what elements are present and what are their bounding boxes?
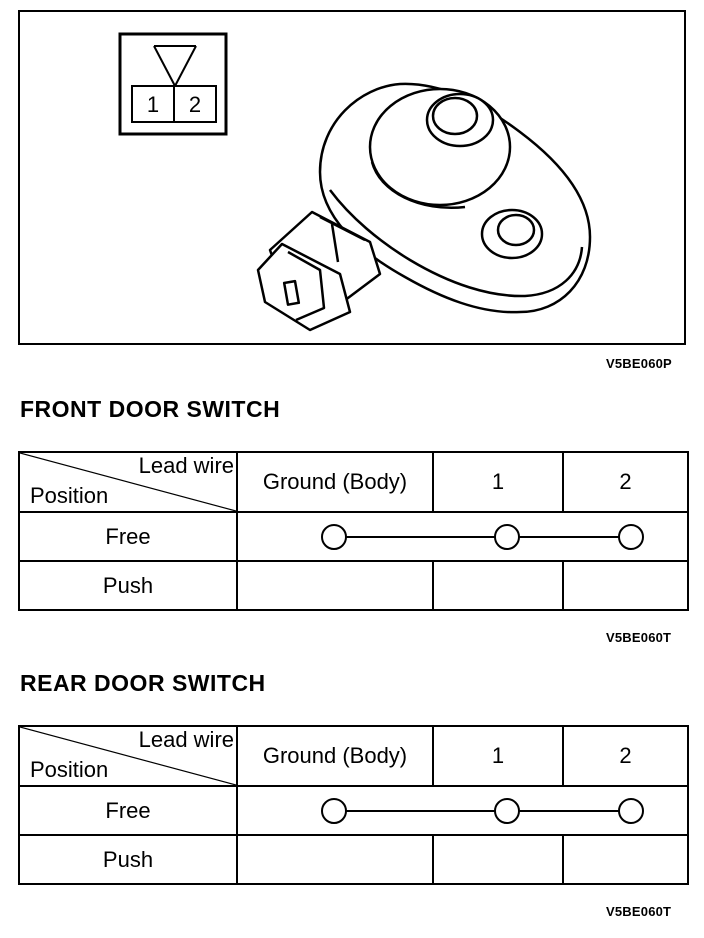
table-row: Push: [18, 834, 689, 885]
cell-push-2: [562, 560, 689, 611]
continuity-free: [236, 785, 689, 836]
position-label: Position: [30, 483, 109, 508]
lead-wire-label: Lead wire: [138, 727, 234, 752]
continuity-terminal-1: [494, 798, 520, 824]
continuity-line-free: [321, 524, 644, 550]
switch-illustration: 1 2: [18, 10, 686, 345]
row-label-push: Push: [18, 834, 238, 885]
figure-code: V5BE060P: [606, 356, 672, 371]
row-label-free: Free: [18, 511, 238, 562]
table-row: Push: [18, 560, 689, 611]
cell-push-ground: [236, 834, 434, 885]
continuity-terminal-ground: [321, 524, 347, 550]
cell-push-2: [562, 834, 689, 885]
column-1: 1: [432, 451, 564, 513]
table-header-row: Lead wire Position Ground (Body) 1 2: [18, 725, 689, 787]
column-2: 2: [562, 725, 689, 787]
front-continuity-table: Lead wire Position Ground (Body) 1 2 Fre…: [18, 451, 689, 611]
cell-push-1: [432, 560, 564, 611]
row-label-push: Push: [18, 560, 238, 611]
connector-symbol: 1 2: [118, 32, 228, 136]
cell-push-ground: [236, 560, 434, 611]
column-ground-body: Ground (Body): [236, 451, 434, 513]
position-label: Position: [30, 757, 109, 782]
rear-continuity-table: Lead wire Position Ground (Body) 1 2 Fre…: [18, 725, 689, 885]
front-door-switch-title: FRONT DOOR SWITCH: [20, 396, 281, 422]
lead-wire-label: Lead wire: [138, 453, 234, 478]
header-corner-cell: Lead wire Position: [18, 725, 238, 787]
continuity-terminal-2: [618, 524, 644, 550]
continuity-line-free: [321, 798, 644, 824]
cell-push-1: [432, 834, 564, 885]
continuity-terminal-1: [494, 524, 520, 550]
continuity-terminal-2: [618, 798, 644, 824]
rear-door-switch-title: REAR DOOR SWITCH: [20, 670, 266, 696]
header-corner-cell: Lead wire Position: [18, 451, 238, 513]
continuity-terminal-ground: [321, 798, 347, 824]
table-header-row: Lead wire Position Ground (Body) 1 2: [18, 451, 689, 513]
front-table-code: V5BE060T: [606, 630, 672, 645]
switch-body: [318, 82, 592, 314]
column-1: 1: [432, 725, 564, 787]
column-2: 2: [562, 451, 689, 513]
pin-1-label: 1: [147, 92, 159, 117]
table-row: Free: [18, 511, 689, 562]
continuity-free: [236, 511, 689, 562]
rear-table-code: V5BE060T: [606, 904, 672, 919]
column-ground-body: Ground (Body): [236, 725, 434, 787]
table-row: Free: [18, 785, 689, 836]
row-label-free: Free: [18, 785, 238, 836]
door-switch-drawing: 1 2: [118, 32, 592, 332]
pin-2-label: 2: [189, 92, 201, 117]
connector-plug: [256, 210, 382, 332]
